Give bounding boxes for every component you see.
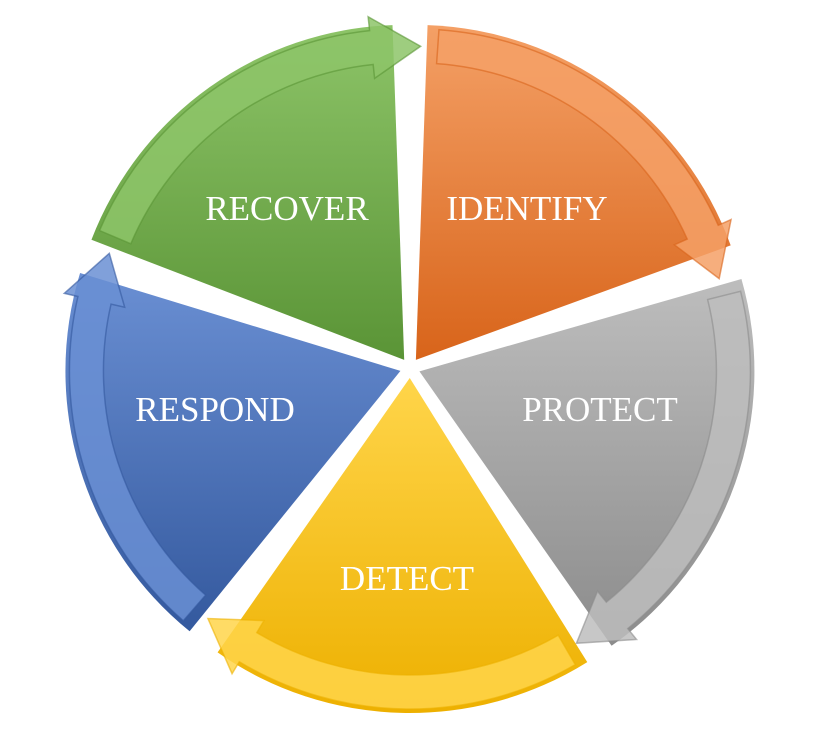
segment-label: DETECT bbox=[340, 559, 474, 598]
segment-wedge bbox=[91, 25, 405, 360]
cycle-arrow-icon bbox=[98, 15, 423, 245]
cycle-arrow-icon bbox=[62, 251, 207, 622]
segment-wedge bbox=[217, 377, 588, 713]
segment-respond: RESPOND bbox=[62, 251, 401, 632]
cycle-arrow-icon bbox=[575, 290, 752, 645]
segment-label: PROTECT bbox=[522, 390, 678, 429]
segment-recover: RECOVER bbox=[91, 15, 423, 360]
segment-detect: DETECT bbox=[206, 377, 588, 713]
segment-protect: PROTECT bbox=[419, 278, 755, 646]
segment-label: RESPOND bbox=[135, 390, 294, 429]
cycle-arrow-icon bbox=[206, 617, 577, 710]
segment-identify: IDENTIFY bbox=[415, 25, 733, 360]
segment-label: IDENTIFY bbox=[446, 189, 607, 228]
segment-label: RECOVER bbox=[205, 189, 369, 228]
segment-wedge bbox=[415, 25, 731, 360]
cycle-arrow-icon bbox=[435, 28, 733, 280]
